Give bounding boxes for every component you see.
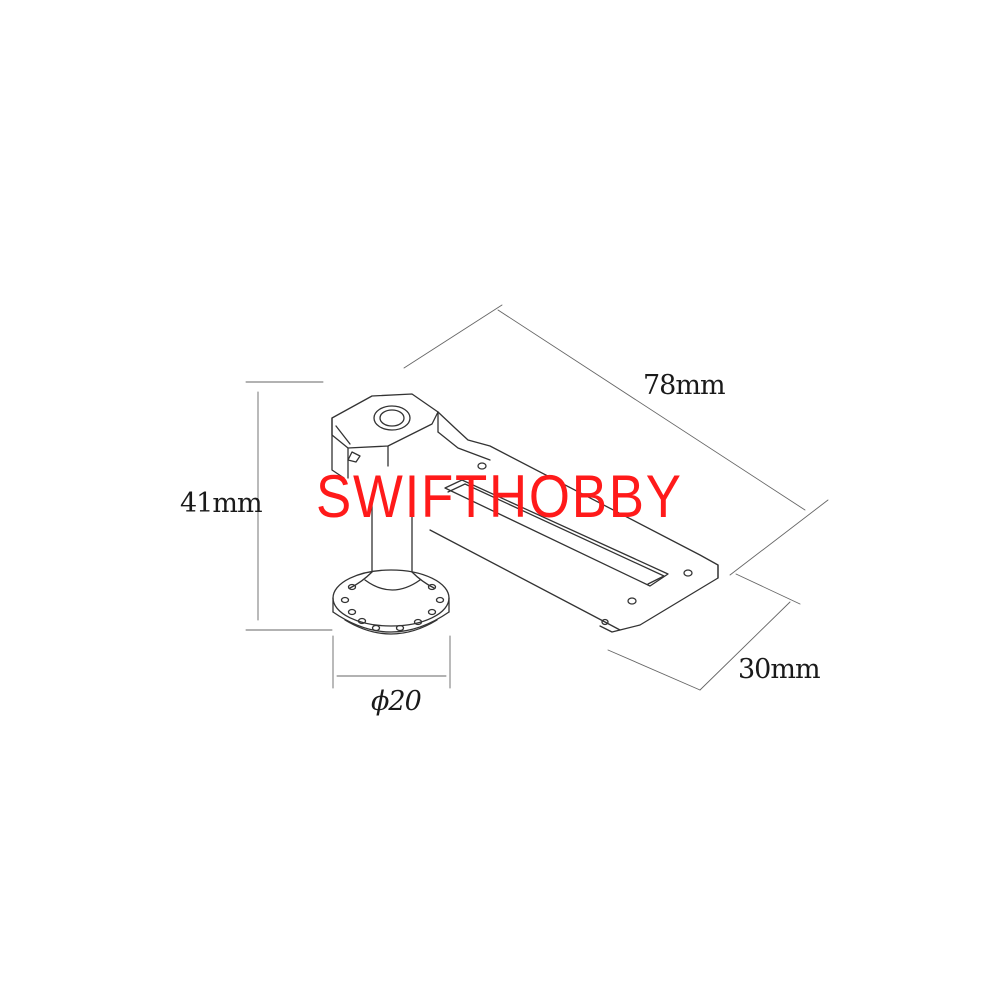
width-dimension-label: 30mm bbox=[738, 654, 821, 685]
diameter-dimension-label: ϕ20 bbox=[371, 686, 422, 717]
dimension-lines bbox=[245, 304, 829, 691]
column bbox=[349, 499, 435, 591]
base-flange bbox=[332, 569, 450, 635]
top-block bbox=[331, 393, 439, 479]
brand-watermark: SWIFTHOBBY bbox=[316, 463, 683, 530]
length-dimension-label: 78mm bbox=[643, 370, 726, 401]
arm-plate bbox=[429, 411, 719, 633]
height-dimension-label: 41mm bbox=[180, 488, 263, 519]
